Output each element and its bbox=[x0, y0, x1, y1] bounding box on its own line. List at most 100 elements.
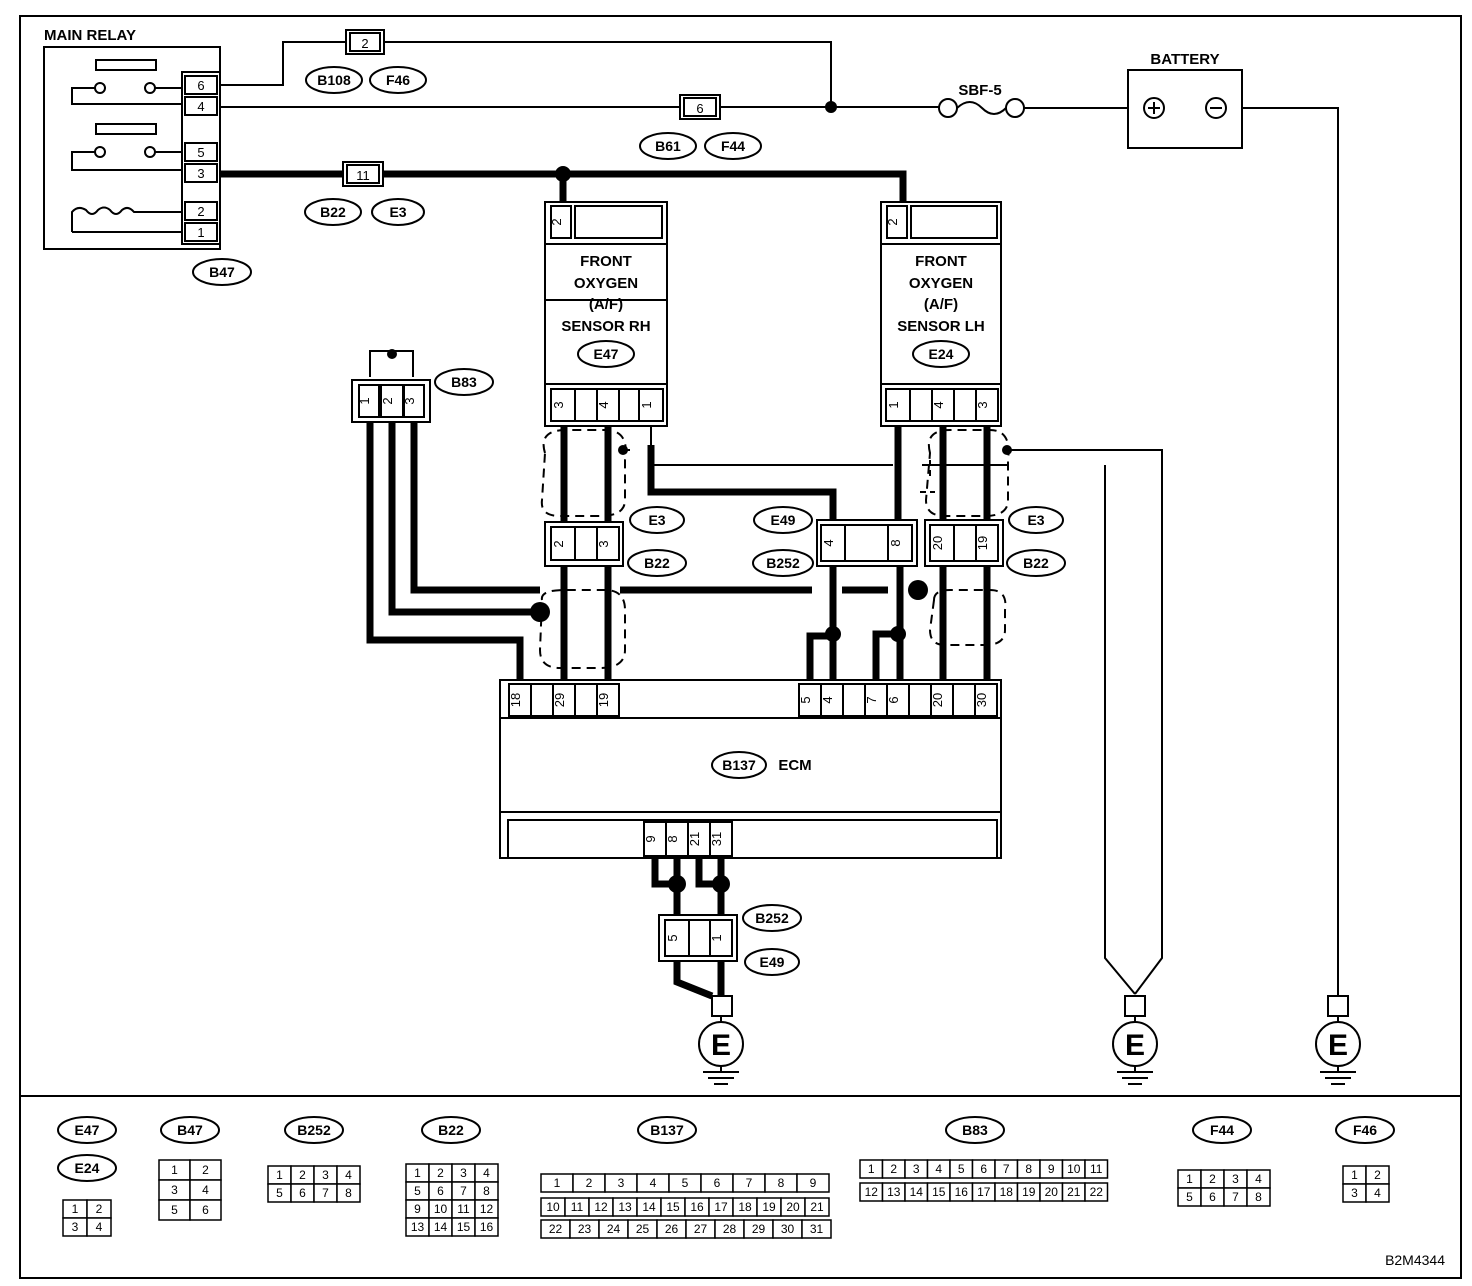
legend-pin: 1 bbox=[868, 1162, 875, 1176]
svg-text:19: 19 bbox=[975, 536, 990, 550]
svg-text:B22: B22 bbox=[320, 204, 346, 220]
legend-pin: 6 bbox=[299, 1186, 306, 1200]
legend-pin: 19 bbox=[1022, 1185, 1036, 1199]
svg-text:1: 1 bbox=[357, 397, 372, 404]
svg-text:SENSOR LH: SENSOR LH bbox=[897, 318, 985, 335]
legend-pin: 6 bbox=[437, 1184, 444, 1198]
svg-text:E: E bbox=[1125, 1029, 1145, 1062]
legend-cell bbox=[189, 1199, 222, 1221]
legend-pin: 19 bbox=[762, 1200, 776, 1214]
svg-text:7: 7 bbox=[864, 696, 879, 703]
svg-text:F44: F44 bbox=[721, 138, 745, 154]
legend-pin: 14 bbox=[434, 1220, 448, 1234]
legend-pin: 11 bbox=[1090, 1162, 1103, 1176]
svg-text:29: 29 bbox=[552, 693, 567, 707]
legend-pin: 12 bbox=[480, 1202, 494, 1216]
legend-pin: 6 bbox=[202, 1203, 209, 1217]
svg-text:1: 1 bbox=[639, 401, 654, 408]
legend-pin: 2 bbox=[890, 1162, 897, 1176]
legend-pin: 24 bbox=[607, 1222, 621, 1236]
mid-connector-left: 2 3 E3 B22 bbox=[544, 506, 687, 577]
mid-connector-center: 4 8 E49 B252 bbox=[752, 506, 918, 577]
relay-connector-code: B47 bbox=[209, 264, 235, 280]
legend-pin: 4 bbox=[202, 1183, 209, 1197]
svg-text:3: 3 bbox=[551, 401, 566, 408]
legend-cell bbox=[1246, 1187, 1271, 1207]
legend-pin: 8 bbox=[345, 1186, 352, 1200]
legend-pin: 4 bbox=[1374, 1186, 1381, 1200]
legend-pin: 17 bbox=[714, 1200, 728, 1214]
svg-text:FRONT: FRONT bbox=[580, 253, 632, 270]
svg-text:3: 3 bbox=[596, 540, 611, 547]
svg-text:E3: E3 bbox=[1027, 512, 1044, 528]
legend-pin: 11 bbox=[571, 1200, 584, 1214]
legend-cell bbox=[796, 1173, 830, 1193]
legend-pin: 21 bbox=[1067, 1185, 1081, 1199]
svg-text:B22: B22 bbox=[644, 555, 670, 571]
legend-pin: 5 bbox=[414, 1184, 421, 1198]
legend-cell bbox=[1365, 1183, 1390, 1203]
legend-pin: 1 bbox=[276, 1168, 283, 1182]
svg-text:4: 4 bbox=[821, 539, 836, 546]
legend-pin: 7 bbox=[746, 1176, 753, 1190]
svg-text:F44: F44 bbox=[1210, 1122, 1234, 1138]
svg-text:B137: B137 bbox=[650, 1122, 684, 1138]
legend-pin: 13 bbox=[411, 1220, 425, 1234]
legend-pin: 5 bbox=[171, 1203, 178, 1217]
battery: BATTERY bbox=[1127, 51, 1339, 996]
legend-pin: 13 bbox=[887, 1185, 901, 1199]
svg-text:11: 11 bbox=[356, 168, 370, 183]
inline-connector-6: 6 B61 F44 bbox=[639, 94, 762, 160]
legend-pin: 16 bbox=[690, 1200, 704, 1214]
svg-text:B47: B47 bbox=[177, 1122, 203, 1138]
legend-pin: 4 bbox=[935, 1162, 942, 1176]
svg-text:B108: B108 bbox=[317, 72, 351, 88]
svg-text:B22: B22 bbox=[438, 1122, 464, 1138]
outer-frame bbox=[19, 15, 1462, 1279]
legend-pin: 17 bbox=[977, 1185, 991, 1199]
svg-text:19: 19 bbox=[596, 693, 611, 707]
legend-pin: 1 bbox=[171, 1163, 178, 1177]
svg-text:SENSOR RH: SENSOR RH bbox=[561, 318, 650, 335]
legend-pin: 2 bbox=[202, 1163, 209, 1177]
svg-text:2: 2 bbox=[885, 218, 900, 225]
legend-pin: 12 bbox=[865, 1185, 879, 1199]
legend-pin: 21 bbox=[810, 1200, 824, 1214]
legend-pin: 7 bbox=[322, 1186, 329, 1200]
svg-text:6: 6 bbox=[696, 101, 703, 116]
legend-pin: 1 bbox=[72, 1202, 79, 1216]
relay-pin: 5 bbox=[197, 145, 204, 160]
legend-pin: 3 bbox=[618, 1176, 625, 1190]
legend-pin: 23 bbox=[578, 1222, 592, 1236]
svg-text:9: 9 bbox=[643, 835, 658, 842]
legend-pin: 20 bbox=[1045, 1185, 1059, 1199]
svg-text:20: 20 bbox=[930, 693, 945, 707]
svg-text:8: 8 bbox=[665, 835, 680, 842]
legend-pin: 15 bbox=[932, 1185, 946, 1199]
legend-pin: 12 bbox=[594, 1200, 608, 1214]
legend-pin: 1 bbox=[1186, 1172, 1193, 1186]
ecm: 18 29 19 5 4 7 6 20 30 B137 ECM 9 8 21 3… bbox=[499, 679, 1002, 859]
svg-text:B252: B252 bbox=[755, 910, 789, 926]
legend-pin: 2 bbox=[299, 1168, 306, 1182]
legend-cell bbox=[86, 1217, 112, 1237]
legend-pin: 29 bbox=[752, 1222, 766, 1236]
legend-pin: 9 bbox=[1048, 1162, 1055, 1176]
svg-text:B137: B137 bbox=[722, 757, 756, 773]
legend-pin: 4 bbox=[1255, 1172, 1262, 1186]
legend-pin: 3 bbox=[460, 1166, 467, 1180]
legend-cell bbox=[1084, 1159, 1109, 1179]
svg-text:18: 18 bbox=[508, 693, 523, 707]
legend-pin: 6 bbox=[714, 1176, 721, 1190]
legend-cell bbox=[804, 1197, 830, 1217]
svg-text:SBF-5: SBF-5 bbox=[958, 82, 1001, 99]
svg-text:E: E bbox=[711, 1029, 731, 1062]
legend-cell bbox=[1084, 1182, 1109, 1202]
legend-pin: 2 bbox=[586, 1176, 593, 1190]
svg-text:E3: E3 bbox=[389, 204, 406, 220]
svg-text:1: 1 bbox=[886, 401, 901, 408]
legend-pin: 18 bbox=[738, 1200, 752, 1214]
svg-text:4: 4 bbox=[596, 401, 611, 408]
